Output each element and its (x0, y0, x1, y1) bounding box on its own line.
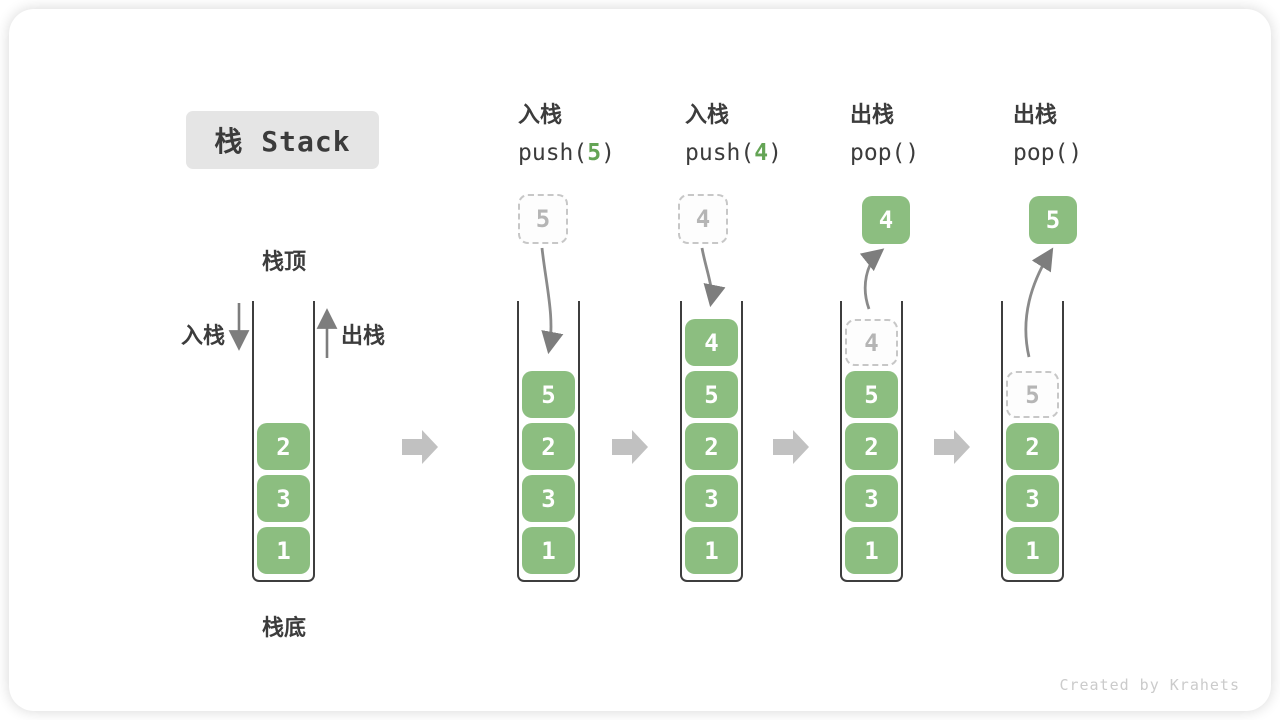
stack-block: 4 (685, 319, 738, 366)
stack-block: 3 (522, 475, 575, 522)
stack-state-initial: 2 3 1 (252, 301, 315, 582)
stack-block: 1 (257, 527, 310, 574)
stack-block: 2 (1006, 423, 1059, 470)
stack-block: 2 (522, 423, 575, 470)
stack-block: 1 (522, 527, 575, 574)
stack-block: 3 (845, 475, 898, 522)
stack-block: 5 (845, 371, 898, 418)
ghost-block: 5 (1006, 371, 1059, 418)
push-side-label: 入栈 (180, 324, 225, 349)
incoming-ghost-value-4: 4 (678, 194, 728, 244)
operation-header-pop2: 出栈 pop() (1013, 103, 1173, 167)
stack-block: 1 (685, 527, 738, 574)
stack-block: 5 (522, 371, 575, 418)
stack-bottom-label: 栈底 (261, 616, 306, 641)
operation-code-label: push(4) (685, 140, 782, 166)
stack-block: 3 (685, 475, 738, 522)
operation-header-push5: 入栈 push(5) (518, 103, 678, 167)
stack-state-after-push4: 4 5 2 3 1 (680, 301, 743, 582)
operation-code-label: pop() (850, 140, 920, 166)
operation-code-label: push(5) (518, 140, 615, 166)
pop-side-label: 出栈 (341, 324, 386, 349)
operation-header-push4: 入栈 push(4) (685, 103, 845, 167)
stack-state-after-push5: 5 2 3 1 (517, 301, 580, 582)
stack-block: 2 (845, 423, 898, 470)
operation-header-pop1: 出栈 pop() (850, 103, 1010, 167)
operation-cn-label: 入栈 (518, 103, 563, 128)
stack-block: 3 (257, 475, 310, 522)
stack-state-after-pop4: 4 5 2 3 1 (840, 301, 903, 582)
operation-cn-label: 出栈 (850, 103, 895, 128)
incoming-ghost-value-5: 5 (518, 194, 568, 244)
operation-cn-label: 出栈 (1013, 103, 1058, 128)
ghost-block: 4 (845, 319, 898, 366)
popped-value-4: 4 (862, 196, 910, 244)
operation-code-label: pop() (1013, 140, 1083, 166)
stack-top-label: 栈顶 (261, 250, 306, 275)
popped-value-5: 5 (1029, 196, 1077, 244)
stack-block: 2 (685, 423, 738, 470)
title-badge: 栈 Stack (186, 111, 379, 169)
stack-block: 2 (257, 423, 310, 470)
operation-cn-label: 入栈 (685, 103, 730, 128)
watermark: Created by Krahets (1059, 676, 1240, 694)
stack-block: 5 (685, 371, 738, 418)
stack-block: 1 (1006, 527, 1059, 574)
stack-state-after-pop5: 5 2 3 1 (1001, 301, 1064, 582)
stack-block: 1 (845, 527, 898, 574)
stack-block: 3 (1006, 475, 1059, 522)
